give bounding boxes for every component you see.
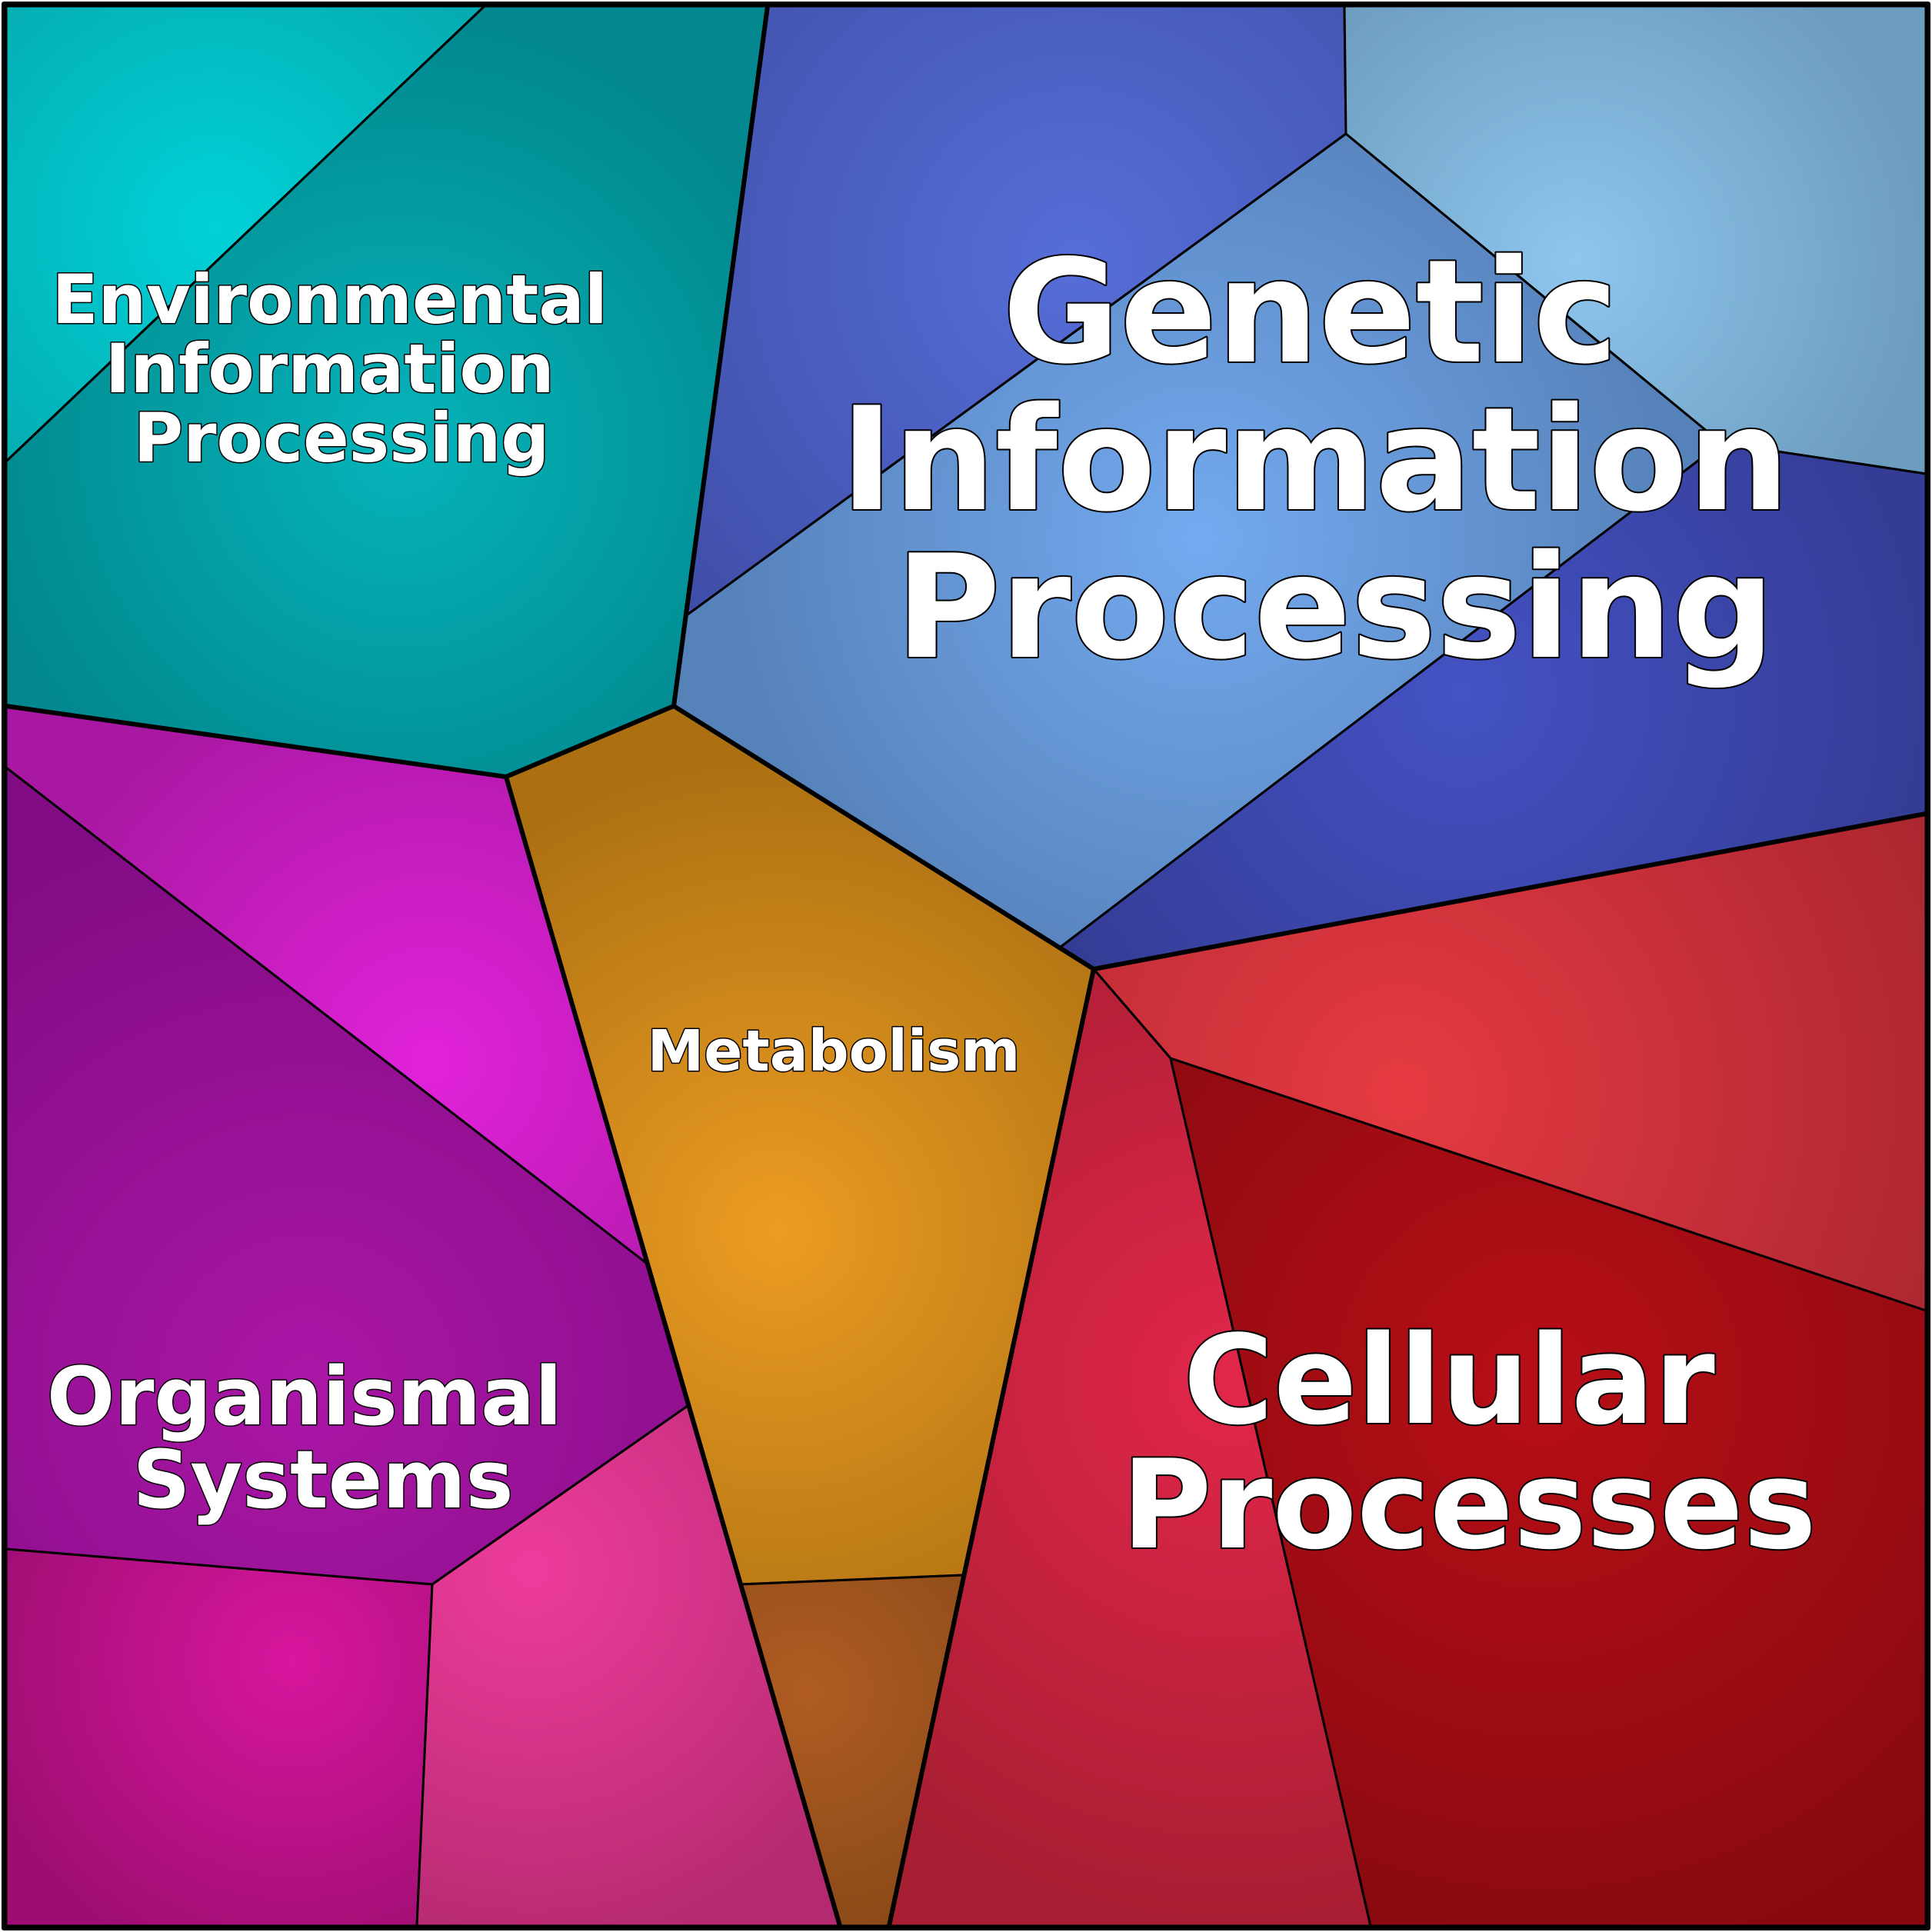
label-cellular-line-1: Cellular <box>1184 1308 1715 1452</box>
label-environmental-line-2: Information <box>105 329 555 408</box>
label-organismal-line-1: Organismal <box>47 1350 562 1444</box>
label-metabolism: Metabolism <box>648 1018 1021 1084</box>
boundary-metabolism-cellular <box>887 968 1096 1927</box>
label-genetic-line-2: Information <box>840 376 1789 543</box>
label-cellular: Cellular Processes <box>1121 1308 1817 1577</box>
label-environmental-line-1: Environmental <box>52 260 607 339</box>
label-genetic-line-3: Processing <box>896 524 1775 691</box>
region-cellular <box>888 812 1927 1927</box>
label-cellular-line-2: Processes <box>1121 1433 1817 1577</box>
label-genetic-line-1: Genetic <box>1002 228 1617 395</box>
region-genetic <box>672 5 1927 971</box>
boundary-environmental <box>5 5 770 779</box>
label-environmental-line-3: Processing <box>134 398 550 478</box>
label-metabolism-line-1: Metabolism <box>648 1018 1021 1084</box>
organismal-cell-3 <box>5 1547 434 1927</box>
boundary-metabolism-organismal <box>504 776 842 1927</box>
label-environmental: Environmental Information Processing <box>52 260 631 478</box>
label-organismal: Organismal Systems <box>47 1350 590 1527</box>
label-genetic: Genetic Information Processing <box>840 228 1839 691</box>
label-organismal-line-2: Systems <box>132 1433 513 1527</box>
